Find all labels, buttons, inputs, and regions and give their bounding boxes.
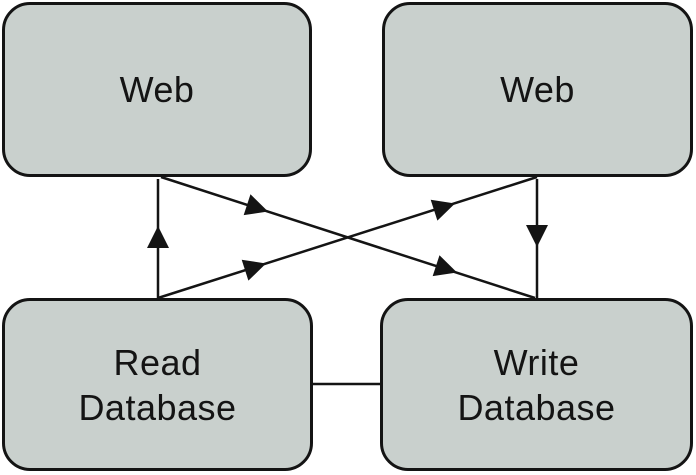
- edge-webtr-to-writedb-arrowhead: [526, 225, 548, 247]
- node-web-top-left-label: Web: [119, 69, 195, 110]
- edge-webtl-to-writedb-arrowhead-1: [243, 194, 268, 216]
- node-web-top-right: Web: [382, 2, 693, 177]
- node-read-database-label: Read Database: [78, 341, 237, 428]
- edge-readdb-to-webtr-arrowhead-2: [430, 199, 455, 221]
- node-web-top-left: Web: [2, 2, 312, 177]
- node-write-database: Write Database: [380, 298, 693, 471]
- node-web-top-right-label: Web: [500, 69, 575, 110]
- node-read-database: Read Database: [2, 298, 313, 471]
- edge-readdb-to-webtr-line: [157, 175, 538, 300]
- edge-readdb-to-webtr-arrowhead-1: [241, 259, 266, 281]
- edge-readdb-to-webtl-arrowhead: [147, 226, 169, 248]
- edge-webtl-to-writedb-arrowhead-2: [432, 255, 457, 277]
- node-write-database-label: Write Database: [457, 341, 616, 428]
